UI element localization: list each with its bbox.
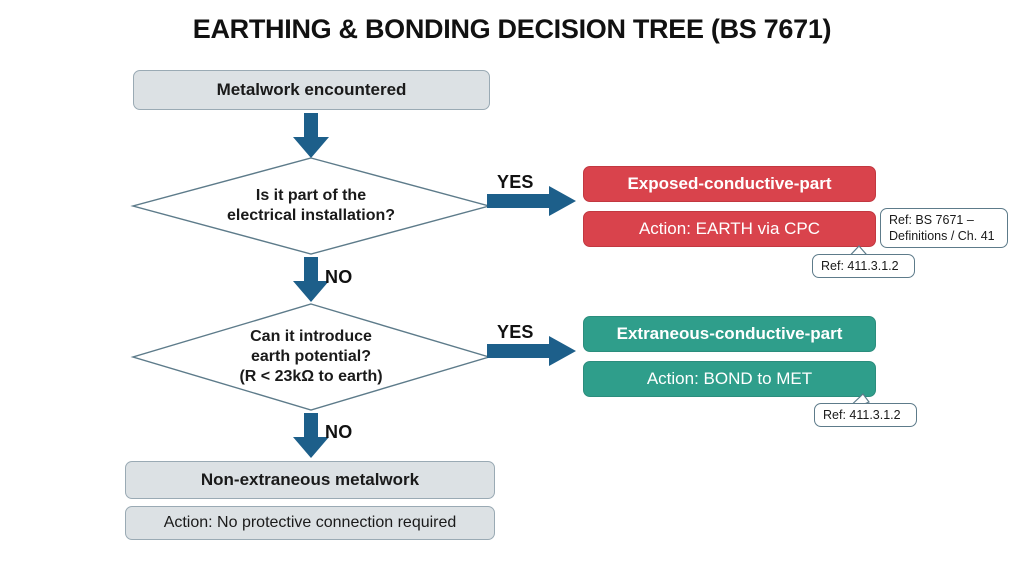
callout-ref-411-3-1-2-a[interactable]: Ref: 411.3.1.2 (812, 254, 915, 278)
node-start-label: Metalwork encountered (216, 80, 407, 100)
node-action-earth-via-cpc-label: Action: EARTH via CPC (638, 219, 821, 239)
page-title: EARTHING & BONDING DECISION TREE (BS 767… (192, 14, 832, 44)
node-non-extraneous-metalwork-label: Non-extraneous metalwork (200, 470, 420, 490)
decision-2-can-it-introduce-earth-potential[interactable]: Can it introduce earth potential? (R < 2… (130, 303, 492, 411)
node-extraneous-conductive-part-label: Extraneous-conductive-part (616, 324, 843, 344)
arrow-yes-to-exposed-conductive-part (487, 186, 577, 218)
callout-ref-bs7671-definitions-text: Ref: BS 7671 – Definitions / Ch. 41 (889, 212, 995, 243)
callout-ref-411-3-1-2-b[interactable]: Ref: 411.3.1.2 (814, 403, 917, 427)
node-non-extraneous-metalwork[interactable]: Non-extraneous metalwork (125, 461, 495, 499)
arrow-start-to-decision-1 (291, 113, 331, 159)
arrow-yes-to-extraneous-conductive-part (487, 336, 577, 368)
branch-label-no-2: NO (325, 422, 353, 442)
node-exposed-conductive-part-label: Exposed-conductive-part (627, 174, 832, 194)
callout-ref-bs7671-definitions[interactable]: Ref: BS 7671 – Definitions / Ch. 41 (880, 208, 1008, 248)
branch-label-no-1: NO (325, 267, 353, 287)
arrow-no-to-decision-2 (291, 257, 331, 303)
decision-diamond-icon (130, 157, 492, 255)
node-action-bond-to-met[interactable]: Action: BOND to MET (583, 361, 876, 397)
node-exposed-conductive-part[interactable]: Exposed-conductive-part (583, 166, 876, 202)
node-action-earth-via-cpc[interactable]: Action: EARTH via CPC (583, 211, 876, 247)
decision-1-is-it-part-of-electrical-installation[interactable]: Is it part of the electrical installatio… (130, 157, 492, 255)
callout-ref-411-3-1-2-a-text: Ref: 411.3.1.2 (821, 258, 899, 273)
callout-ref-411-3-1-2-b-text: Ref: 411.3.1.2 (823, 407, 901, 422)
arrow-no-to-non-extraneous-metalwork (291, 413, 331, 459)
branch-label-yes-1: YES (497, 172, 534, 192)
node-action-no-protective-connection-label: Action: No protective connection require… (163, 513, 457, 531)
node-start-metalwork-encountered[interactable]: Metalwork encountered (133, 70, 490, 110)
node-action-bond-to-met-label: Action: BOND to MET (646, 369, 813, 389)
branch-label-yes-2: YES (497, 322, 534, 342)
node-action-no-protective-connection[interactable]: Action: No protective connection require… (125, 506, 495, 540)
node-extraneous-conductive-part[interactable]: Extraneous-conductive-part (583, 316, 876, 352)
decision-diamond-icon (130, 303, 492, 411)
